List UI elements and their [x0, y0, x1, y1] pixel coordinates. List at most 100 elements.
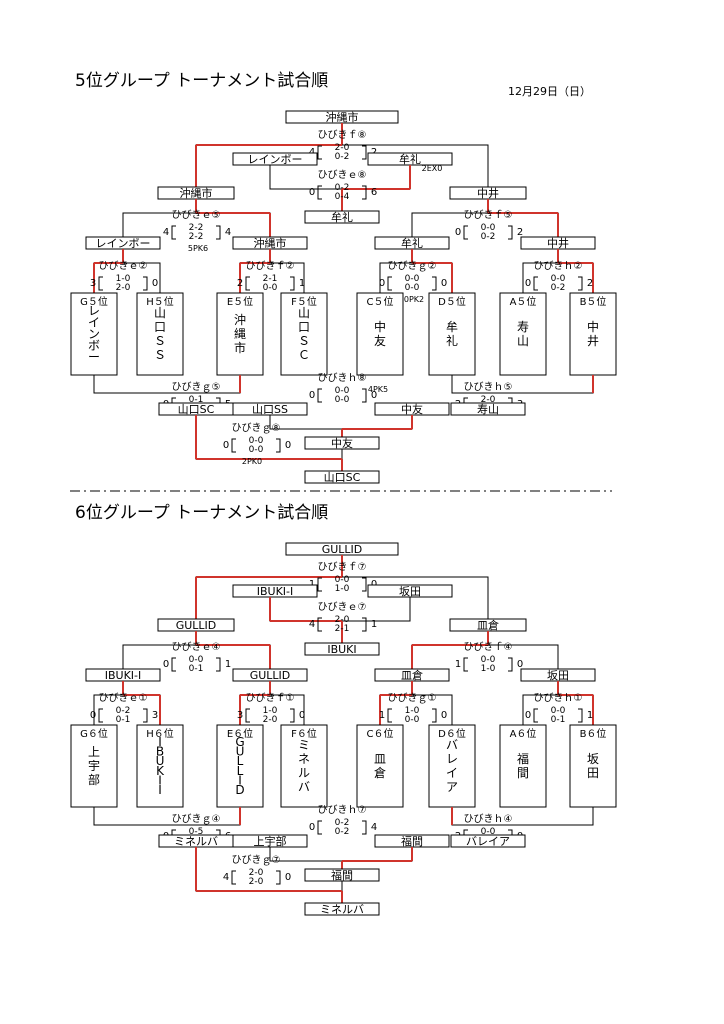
group6-qf2-score-bracket-right: [290, 708, 295, 723]
group6-final-score-second-half: 1-0: [335, 584, 350, 594]
group6-third-score-second-half: 2-1: [335, 624, 350, 634]
group6-third-winner-box-frame: [304, 642, 380, 656]
group6-qf4-score-first-half: 0-0: [551, 706, 566, 716]
group6-quarter-box-4: 坂田: [520, 668, 596, 682]
group5-team-name-4: 山口ＳＣ: [298, 306, 310, 362]
group6-qf3-score-bracket-left: [387, 708, 392, 723]
group6-sf2-score-bracket-right: [508, 657, 513, 672]
group6-sf2-score-venue: ひびきｆ④: [464, 641, 513, 653]
group6-loser-semi-box-label: 福間: [331, 868, 353, 882]
group5-qf2-score-first-half: 2-1: [263, 274, 278, 284]
group6-lsemi-score-left-score: 0: [309, 822, 315, 833]
group6-lsemi-score-venue: ひびきｈ⑦: [318, 804, 367, 816]
group5-qf2-score-bracket-right: [290, 276, 295, 291]
group5-qf3-score-second-half: 0-0: [405, 283, 420, 293]
group6-lfinal-score-bracket-left: [231, 870, 236, 885]
group5-team-card-frame: [428, 292, 476, 376]
group5-qf1-score-bracket-left: [98, 276, 103, 291]
group6-team-name-5: 皿倉: [374, 752, 386, 780]
group5-qf4-score-venue: ひびきｈ②: [534, 260, 583, 272]
group6-loser-r1-box-4-label: バレイア: [466, 835, 510, 848]
group5-lsemi-score-second-half: 0-0: [335, 395, 350, 405]
group5-third-score-left-score: 0: [309, 187, 315, 198]
group6-final-winner-box: GULLID: [285, 542, 399, 556]
group6-final-score-bracket-left: [317, 577, 322, 592]
group6-sf1-score-venue: ひびきｅ④: [172, 641, 221, 653]
group6-team-card-frame: [356, 724, 404, 808]
group6-lsemi-score-bracket-right: [362, 820, 367, 835]
group5-lsemi-bracket: [269, 415, 413, 430]
group5-team-name-6: 牟礼: [446, 319, 458, 348]
group5-qf1-score-second-half: 2-0: [116, 283, 131, 293]
group6-sf2-score-right-score: 0: [517, 659, 523, 670]
group5-quarter-box-4-label: 中井: [547, 236, 569, 250]
group6-lfinal-score-bracket-right: [276, 870, 281, 885]
group6-qf4-score-left-score: 0: [525, 710, 531, 721]
group5-qf1-score-right-score: 0: [152, 278, 158, 289]
group6-third-left-box-label: IBUKI-I: [257, 585, 294, 598]
group6-quarter-box-4-label: 坂田: [547, 669, 569, 682]
group5-quarter-box-1: レインボー: [85, 236, 161, 250]
group6-team-name-1: 上宇部: [88, 745, 100, 787]
group6-team-name-4: ミネルバ: [298, 738, 310, 794]
group5-final-score: ひびきｆ⑧42-00-222EX0: [309, 129, 443, 173]
group5-lsemi-score-note: 4PK5: [368, 385, 388, 394]
group5-third-right-box: 牟礼: [367, 152, 453, 166]
date-label: 12月29日（日）: [508, 85, 591, 98]
group5-loser-semi-box-label: 中友: [331, 436, 353, 450]
group5-team-rank-4: F５位: [291, 295, 317, 308]
group6-loser-r1-box-4: バレイア: [450, 834, 526, 848]
group5-team-card-frame: [499, 292, 547, 376]
group5-final-score-note: 2EX0: [422, 164, 443, 173]
group6-team-rank-2: H６位: [146, 727, 174, 740]
group6-title: 6位グループ トーナメント試合順: [75, 503, 328, 523]
group5-loser-r1-box-4: 寿山: [450, 402, 526, 416]
group5-qf4-score-second-half: 0-2: [551, 283, 566, 293]
group6-third-score-bracket-left: [317, 617, 322, 632]
group6-final-score-first-half: 0-0: [335, 575, 350, 585]
group6-quarter-box-3-label: 皿倉: [401, 668, 423, 682]
group6-qf4-score-bracket-right: [578, 708, 583, 723]
group5-loser-final-box-label: 山口SC: [324, 471, 361, 484]
group5-loser-r1-box-1-label: 山口SC: [178, 403, 215, 416]
group6-lfinal-score-venue: ひびきｇ⑦: [232, 854, 281, 866]
group6-quarter-box-1: IBUKI-I: [85, 668, 161, 682]
group6-loser-r1-box-2: 上宇部: [232, 834, 308, 848]
group5-team-name-5: 中友: [374, 319, 386, 348]
group5-lr1a-score-first-half: 0-1: [189, 395, 204, 405]
group5-sf1-score-venue: ひびきｅ⑤: [172, 209, 221, 221]
group6-sf1-score-first-half: 0-0: [189, 655, 204, 665]
group6-loser-semi-box: 福間: [304, 868, 380, 882]
group6-qf2-score-venue: ひびきｆ①: [246, 692, 295, 704]
group6-lfinal-score-right-score: 0: [285, 872, 291, 883]
group5-third-score-right-score: 6: [371, 187, 377, 198]
group5-sf2-score-right-score: 2: [517, 227, 523, 238]
group5-qf3-score-left-score: 0: [379, 278, 385, 289]
group5-qf1-score-venue: ひびきｅ②: [99, 260, 148, 272]
group6-quarter-box-1-label: IBUKI-I: [105, 669, 142, 682]
group5-sf2-score-bracket-left: [463, 225, 468, 240]
group6-team-name-8: 坂田: [587, 752, 599, 780]
group5-qf4-score-bracket-left: [533, 276, 538, 291]
group5-quarter-box-1-label: レインボー: [96, 237, 151, 250]
group5-sf1-score-bracket-right: [216, 225, 221, 240]
group5-qf2-score-second-half: 0-0: [263, 283, 278, 293]
group5-quarter-box-2: 沖縄市: [232, 236, 308, 250]
group5-qf3-score-first-half: 0-0: [405, 274, 420, 284]
group6-loser-r1-box-1: ミネルバ: [158, 834, 234, 848]
group5-sf1-score-note: 5PK6: [188, 244, 208, 253]
group5-semi-right-box-label: 中井: [477, 186, 499, 200]
